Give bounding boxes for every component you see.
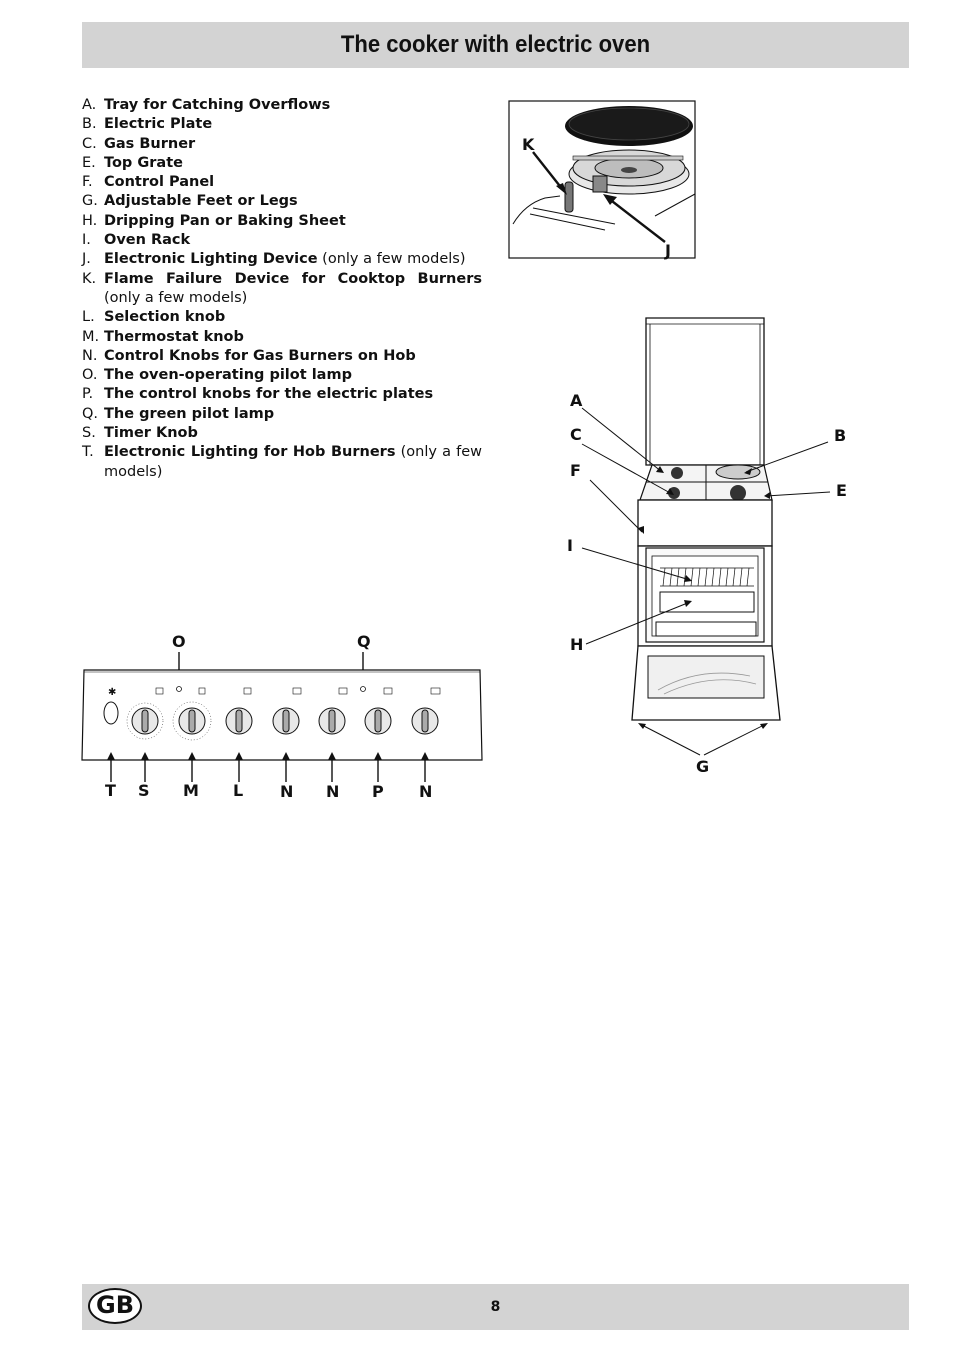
list-item: I. Oven Rack [82, 231, 482, 250]
label-k: K [522, 135, 535, 154]
label-f: F [570, 461, 581, 480]
part-name: Electric Plate [104, 116, 213, 133]
list-item: C. Gas Burner [82, 135, 482, 154]
label-a: A [570, 391, 583, 410]
list-item: B. Electric Plate [82, 115, 482, 134]
part-note: (only a few models) [317, 251, 466, 268]
knob-row [131, 707, 439, 735]
part-name: Timer Knob [104, 425, 198, 442]
list-item: E. Top Grate [82, 154, 482, 173]
list-item: O. The oven-operating pilot lamp [82, 366, 482, 385]
part-name: Electronic Lighting for Hob Burners [104, 444, 396, 461]
part-name: Selection knob [104, 309, 226, 326]
control-panel-figure: O Q ✱ [81, 632, 483, 801]
part-name: Oven Rack [104, 232, 191, 249]
part-key: F. [82, 174, 93, 191]
label-j: J [664, 241, 671, 260]
part-key: B. [82, 116, 97, 133]
label-c: C [570, 425, 582, 444]
part-note: (only a few models) [104, 289, 248, 306]
label-l: L [233, 781, 243, 800]
label-n: N [419, 782, 432, 801]
list-item: G. Adjustable Feet or Legs [82, 192, 482, 211]
label-q: Q [357, 632, 371, 651]
svg-text:✱: ✱ [108, 687, 116, 698]
list-item: H. Dripping Pan or Baking Sheet [82, 212, 482, 231]
list-item: L. Selection knob [82, 308, 482, 327]
part-key: J. [82, 251, 91, 268]
page-number: 8 [490, 1299, 501, 1315]
label-b: B [834, 426, 846, 445]
label-s: S [138, 781, 150, 800]
part-key: L. [82, 309, 95, 326]
part-name: The oven-operating pilot lamp [104, 367, 352, 384]
part-name: The green pilot lamp [104, 405, 275, 422]
cooker-figure: A B C E F I H G [567, 317, 847, 776]
label-n: N [280, 782, 293, 801]
label-t: T [105, 781, 116, 800]
part-name: Gas Burner [104, 135, 196, 152]
list-item: M.Thermostat knob [82, 328, 482, 347]
part-key: S. [82, 425, 96, 442]
part-key: G. [82, 193, 98, 210]
part-key: I. [82, 232, 91, 249]
label-e: E [836, 481, 847, 500]
part-note: (only a few models) [104, 444, 482, 480]
part-key: C. [82, 135, 97, 152]
part-key: Q. [82, 405, 99, 422]
part-name: Flame Failure Device for Cooktop Burners [104, 270, 482, 287]
part-key: E. [82, 154, 96, 171]
part-key: P. [82, 386, 94, 403]
list-item: A. Tray for Catching Overflows [82, 96, 482, 115]
part-name: Dripping Pan or Baking Sheet [104, 212, 346, 229]
list-item: J. Electronic Lighting Device (only a few… [82, 250, 482, 269]
label-p: P [372, 782, 384, 801]
label-i: I [567, 536, 573, 555]
list-item: Q. The green pilot lamp [82, 405, 482, 424]
part-key: A. [82, 97, 97, 113]
part-name: Thermostat knob [104, 328, 244, 345]
list-item: F. Control Panel [82, 173, 482, 192]
part-key: N. [82, 347, 98, 364]
list-item: S. Timer Knob [82, 424, 482, 443]
part-name: The control knobs for the electric plate… [104, 386, 434, 403]
label-h: H [570, 635, 583, 654]
list-item: T. Electronic Lighting for Hob Burners (o… [82, 443, 482, 482]
title-bar: The cooker with electric oven [82, 22, 909, 68]
page-title: The cooker with electric oven [340, 31, 651, 58]
list-item: N. Control Knobs for Gas Burners on Hob [82, 347, 482, 366]
language-badge: GB [88, 1288, 142, 1324]
footer-bar: 8 GB [82, 1284, 909, 1330]
part-name: Electronic Lighting Device [104, 251, 318, 268]
part-name: Adjustable Feet or Legs [104, 193, 298, 210]
part-key: K. [82, 270, 97, 287]
burner-detail-figure: K J [508, 100, 696, 260]
part-name: Control Panel [104, 174, 215, 191]
label-m: M [183, 781, 199, 800]
label-o: O [172, 632, 186, 651]
part-key: T. [82, 444, 94, 461]
list-item: K. Flame Failure Device for Cooktop Burne… [82, 270, 482, 309]
part-name: Control Knobs for Gas Burners on Hob [104, 347, 416, 364]
part-key: M. [82, 328, 100, 345]
list-item: P. The control knobs for the electric pla… [82, 385, 482, 404]
part-key: H. [82, 212, 98, 229]
parts-list: A. Tray for Catching Overflows B. Electric… [82, 96, 482, 482]
part-name: Top Grate [104, 154, 183, 171]
label-n: N [326, 782, 339, 801]
part-name: Tray for Catching Overflows [104, 97, 331, 113]
label-g: G [696, 757, 709, 776]
part-key: O. [82, 367, 98, 384]
